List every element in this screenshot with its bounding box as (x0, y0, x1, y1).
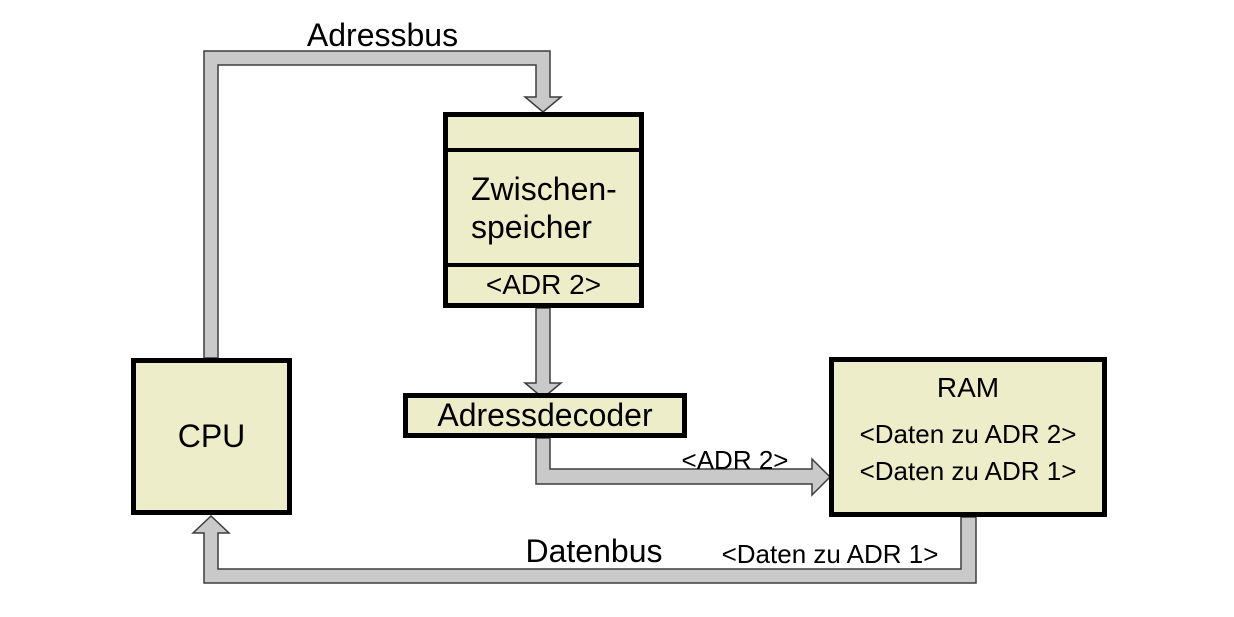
ram-box: RAM <Daten zu ADR 2> <Daten zu ADR 1> (829, 357, 1107, 517)
buffer-box: Zwischen- speicher <ADR 2> (443, 112, 644, 308)
ram-data-row-adr2: <Daten zu ADR 2> (859, 419, 1077, 449)
buffer-label: Zwischen- speicher (448, 152, 639, 263)
daten-adr1-bus-label: <Daten zu ADR 1> (721, 539, 939, 569)
adr2-bus-label: <ADR 2> (681, 445, 789, 475)
buffer-to-decoder-pipe (522, 307, 564, 399)
ram-data-rows: <Daten zu ADR 2> <Daten zu ADR 1> (834, 416, 1102, 490)
buffer-label-line1: Zwischen- (471, 170, 617, 207)
buffer-label-line2: speicher (471, 208, 592, 245)
adressbus-pipe (203, 50, 564, 359)
ram-data-row-adr1: <Daten zu ADR 1> (859, 456, 1077, 486)
adressdecoder-label: Adressdecoder (437, 397, 653, 433)
cpu-label: CPU (177, 418, 246, 454)
cpu-box: CPU (131, 358, 292, 515)
adressdecoder-box: Adressdecoder (403, 393, 687, 438)
buffer-adr2-slot: <ADR 2> (485, 269, 602, 300)
datenbus-pipe (191, 514, 977, 584)
adressbus-label: Adressbus (306, 17, 459, 53)
datenbus-label: Datenbus (525, 533, 663, 569)
buffer-divider-top (448, 148, 639, 152)
buffer-empty-slot (448, 117, 639, 148)
buffer-divider-bottom (448, 263, 639, 267)
decoder-to-ram-pipe (535, 437, 832, 497)
ram-title: RAM (936, 372, 1000, 403)
